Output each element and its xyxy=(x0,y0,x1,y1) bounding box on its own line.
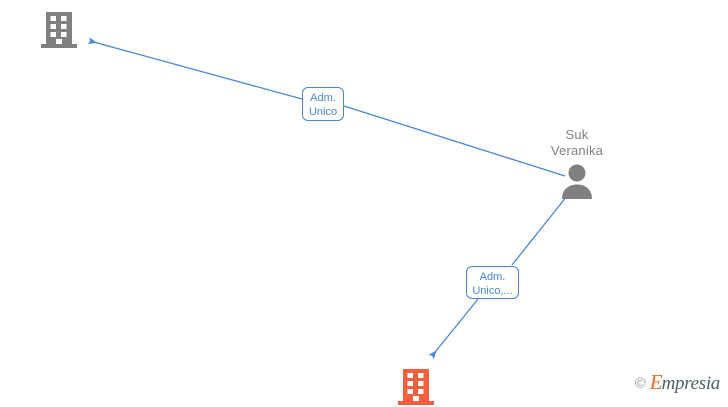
edge-label-adm-unico[interactable]: Adm. Unico xyxy=(302,87,344,121)
edge-label-adm-unico-more[interactable]: Adm. Unico,... xyxy=(466,266,519,299)
person-icon xyxy=(562,164,592,199)
edge-person1-to-company2 xyxy=(428,195,568,360)
building-icon xyxy=(398,369,434,405)
node-company-2[interactable] xyxy=(397,367,435,407)
copyright-icon: © xyxy=(634,374,646,392)
watermark-brand-rest: mpresia xyxy=(661,373,721,394)
building-icon xyxy=(41,12,77,48)
node-person-1-caption: Suk Veranika xyxy=(550,127,604,158)
watermark-empresia: © Empresia xyxy=(634,370,721,394)
watermark-brand-initial: E xyxy=(649,370,663,394)
node-person-1[interactable] xyxy=(558,163,596,199)
node-company-1[interactable] xyxy=(40,10,78,50)
edge-person1-to-company1 xyxy=(87,37,566,177)
